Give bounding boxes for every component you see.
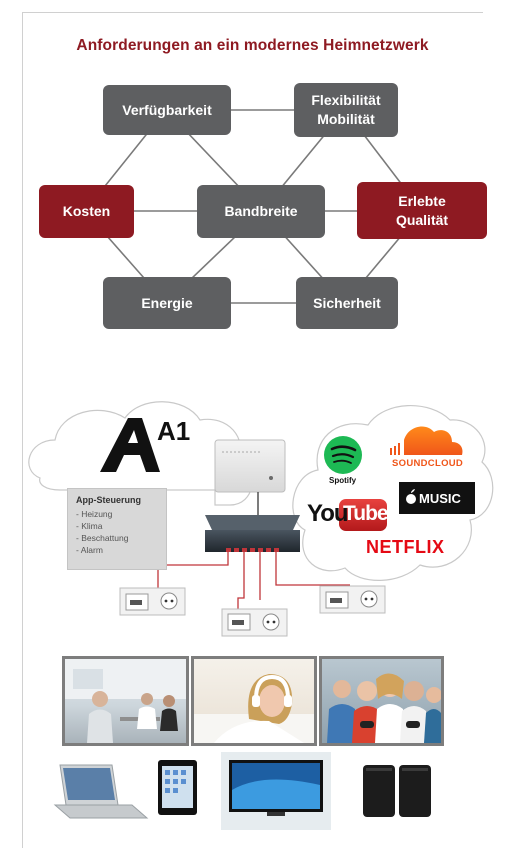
node-bandbreite: Bandbreite [197, 185, 325, 238]
node-flexibilitaet-mobilitaet: Flexibilität Mobilität [294, 83, 398, 137]
node-erlebte-qualitaet: Erlebte Qualität [357, 182, 487, 239]
app-item-alarm: - Alarm [76, 545, 103, 555]
tv-icon [221, 752, 331, 830]
wall-socket-icon [221, 608, 288, 637]
photo-headphones [191, 656, 317, 746]
youtube-you-label: You [307, 500, 349, 527]
photo-gaming-friends [319, 656, 444, 746]
headphones-scene-image [194, 674, 314, 743]
photo-office [62, 656, 189, 746]
node-energie: Energie [103, 277, 231, 329]
frame-top-line [22, 12, 483, 13]
app-item-heizung: - Heizung [76, 509, 113, 519]
spotify-icon [324, 436, 362, 474]
a1-logo: A1 [100, 416, 190, 472]
wall-socket-icon [119, 587, 186, 616]
spotify-label: Spotify [329, 476, 357, 485]
network-cables [157, 552, 350, 610]
frame-left-line [22, 12, 23, 848]
speaker-icon [363, 765, 431, 817]
office-scene-image [65, 659, 186, 743]
laptop-icon [53, 764, 149, 819]
apple-music-label: MUSIC [419, 491, 461, 506]
node-kosten: Kosten [39, 185, 134, 238]
page-title: Anforderungen an ein modernes Heimnetzwe… [76, 37, 429, 54]
youtube-tube-label: Tube [343, 502, 389, 525]
app-item-beschattung: - Beschattung [76, 533, 129, 543]
router-icon [214, 439, 286, 493]
soundcloud-label: SOUNDCLOUD [392, 458, 464, 469]
app-steuerung-title: App-Steuerung [76, 495, 141, 505]
node-sicherheit: Sicherheit [296, 277, 398, 329]
node-verfuegbarkeit: Verfügbarkeit [103, 85, 231, 135]
app-item-klima: - Klima [76, 521, 103, 531]
gaming-friends-image [327, 673, 441, 743]
app-steuerung-box: App-Steuerung - Heizung - Klima - Bescha… [67, 488, 167, 570]
switch-icon [205, 515, 300, 552]
apple-logo-icon [406, 489, 416, 504]
netflix-label: NETFLIX [366, 537, 445, 557]
youtube-tube-badge [339, 499, 387, 531]
tablet-icon [158, 760, 197, 815]
a1-logo-text: A1 [157, 416, 190, 446]
wall-socket-icon [319, 585, 386, 614]
soundcloud-icon [390, 426, 463, 455]
